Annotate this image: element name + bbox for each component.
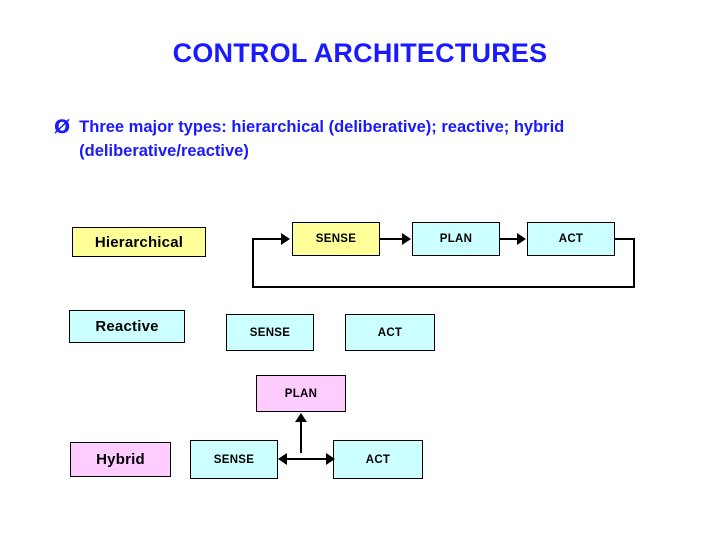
node-hierarchical-plan: PLAN: [412, 222, 500, 256]
label-hierarchical: Hierarchical: [72, 227, 206, 257]
connector-plan-act: [500, 238, 518, 240]
feedback-right-segment: [633, 238, 635, 288]
connector-plan-bus: [300, 415, 302, 453]
arrowhead-plan-act-icon: [517, 233, 526, 245]
feedback-top-segment: [615, 238, 635, 240]
label-hybrid: Hybrid: [70, 442, 171, 477]
arrowhead-act-icon: [326, 453, 335, 465]
node-hybrid-act: ACT: [333, 440, 423, 479]
node-reactive-act: ACT: [345, 314, 435, 351]
feedback-left-segment: [252, 238, 254, 288]
node-hierarchical-act: ACT: [527, 222, 615, 256]
node-hybrid-plan: PLAN: [256, 375, 346, 412]
node-hierarchical-sense: SENSE: [292, 222, 380, 256]
arrowhead-sense-icon: [278, 453, 287, 465]
feedback-return-segment: [252, 238, 282, 240]
bullet-text: Three major types: hierarchical (deliber…: [79, 118, 565, 160]
page-title: CONTROL ARCHITECTURES: [172, 38, 548, 68]
node-reactive-sense: SENSE: [226, 314, 314, 351]
arrowhead-bus-plan-icon: [295, 413, 307, 422]
label-reactive: Reactive: [69, 310, 185, 343]
arrowhead-sense-plan-icon: [402, 233, 411, 245]
feedback-bottom-segment: [252, 286, 635, 288]
arrowhead-feedback-sense-icon: [281, 233, 290, 245]
node-hybrid-sense: SENSE: [190, 440, 278, 479]
bullet-item: Ø Three major types: hierarchical (delib…: [54, 116, 674, 164]
connector-sense-act: [282, 458, 329, 460]
connector-sense-plan: [380, 238, 403, 240]
bullet-marker-icon: Ø: [54, 116, 71, 138]
